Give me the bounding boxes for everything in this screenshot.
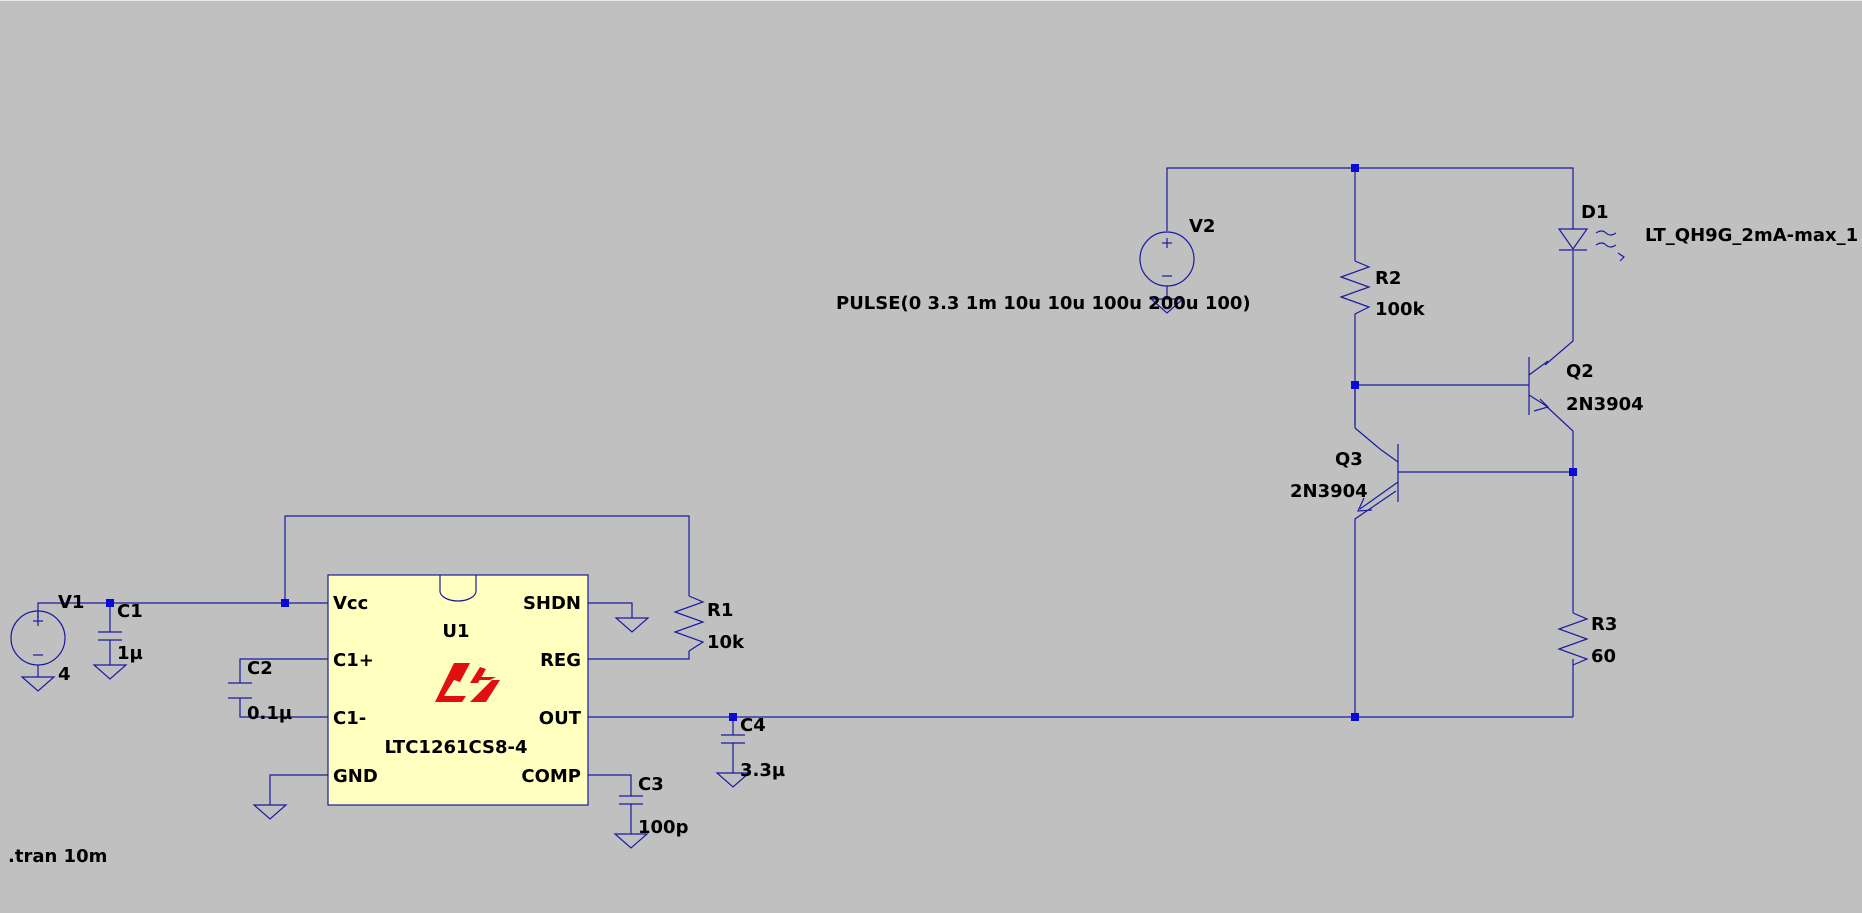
junction-dot[interactable] <box>1569 468 1577 476</box>
spice-directive[interactable]: .tran 10m <box>8 846 107 867</box>
c3-value: 100p <box>638 817 689 838</box>
resistor-icon <box>673 595 705 652</box>
light-emission-icon <box>1595 230 1617 236</box>
c3-name: C3 <box>638 774 664 795</box>
wire-top-rail[interactable] <box>1166 167 1574 231</box>
c4-name: C4 <box>740 715 766 736</box>
v2-value: PULSE(0 3.3 1m 10u 10u 100u 200u 100) <box>836 293 1251 314</box>
ground-icon[interactable] <box>614 617 650 633</box>
r3-resistor[interactable] <box>1557 612 1589 666</box>
q2-name: Q2 <box>1566 361 1594 382</box>
ground-icon <box>92 664 128 680</box>
resistor-icon <box>1339 260 1371 324</box>
r1-value: 10k <box>707 632 745 653</box>
wire-vcc-r1-loop[interactable] <box>284 515 690 603</box>
d1-led[interactable] <box>1557 228 1625 262</box>
r2-name: R2 <box>1375 268 1401 289</box>
ground-icon <box>613 833 649 849</box>
wire-q2-emitter[interactable] <box>1544 404 1574 613</box>
u1-ic[interactable] <box>327 574 589 806</box>
c2-capacitor[interactable] <box>228 682 252 699</box>
junction-dot[interactable] <box>281 599 289 607</box>
junction-dot[interactable] <box>1351 164 1359 172</box>
u1-pin-shdn: SHDN <box>523 593 581 614</box>
u1-pin-vcc: Vcc <box>333 593 368 614</box>
v2-name: V2 <box>1189 216 1215 237</box>
u1-pin-gnd: GND <box>333 766 378 787</box>
wire-q3-emitter[interactable] <box>1354 490 1397 717</box>
q3-name: Q3 <box>1335 449 1363 470</box>
led-icon <box>1557 228 1589 251</box>
u1-pin-c1m: C1- <box>333 708 366 729</box>
c1-capacitor[interactable] <box>92 631 128 680</box>
v1-name: V1 <box>58 592 84 613</box>
c3-capacitor[interactable] <box>613 795 649 849</box>
wire-shdn-gnd[interactable] <box>588 602 633 618</box>
ground-icon <box>715 772 751 788</box>
r3-name: R3 <box>1591 614 1617 635</box>
d1-name: D1 <box>1581 202 1608 223</box>
u1-pin-out: OUT <box>539 708 582 729</box>
wire-d1-q2[interactable] <box>1544 251 1574 366</box>
linear-technology-logo-icon <box>435 663 500 702</box>
q2-value: 2N3904 <box>1566 394 1644 415</box>
r2-value: 100k <box>1375 299 1426 320</box>
junction-dot[interactable] <box>106 599 114 607</box>
v1-source[interactable] <box>10 610 66 692</box>
junction-dot[interactable] <box>1351 381 1359 389</box>
u1-name: U1 <box>442 621 469 642</box>
q3-transistor[interactable] <box>1354 427 1399 512</box>
wire-c2-c1p[interactable] <box>239 658 328 683</box>
r1-resistor[interactable] <box>673 595 705 652</box>
u1-pin-comp: COMP <box>521 766 581 787</box>
ground-icon[interactable] <box>252 804 288 820</box>
wires <box>37 167 1574 805</box>
c1-value: 1µ <box>117 643 143 664</box>
c4-capacitor[interactable] <box>715 734 751 788</box>
r3-value: 60 <box>1591 646 1616 667</box>
c2-name: C2 <box>247 658 273 679</box>
junctions <box>106 164 1577 721</box>
wire-gnd-pin[interactable] <box>269 774 328 805</box>
v1-value: 4 <box>58 664 71 685</box>
c2-value: 0.1µ <box>247 703 292 724</box>
u1-pin-c1p: C1+ <box>333 650 374 671</box>
u1-pin-reg: REG <box>540 650 581 671</box>
ground-icon <box>20 676 56 692</box>
c1-name: C1 <box>117 601 143 622</box>
r2-resistor[interactable] <box>1339 260 1371 324</box>
q2-transistor[interactable] <box>1528 357 1550 415</box>
ic-body <box>327 574 589 806</box>
r1-name: R1 <box>707 600 733 621</box>
resistor-icon <box>1557 612 1589 666</box>
wire-c2-c1m[interactable] <box>239 698 328 718</box>
v2-source[interactable] <box>1139 231 1195 314</box>
junction-dot[interactable] <box>1351 713 1359 721</box>
wire-r1-reg[interactable] <box>588 651 690 660</box>
wire-comp-c3[interactable] <box>588 774 632 796</box>
q3-value: 2N3904 <box>1290 481 1368 502</box>
ground-icon <box>1149 298 1185 314</box>
ic-notch <box>439 575 477 602</box>
junction-dot[interactable] <box>729 713 737 721</box>
u1-part: LTC1261CS8-4 <box>384 737 527 758</box>
d1-value: LT_QH9G_2mA-max_1 <box>1645 225 1858 246</box>
c4-value: 3.3µ <box>740 760 785 781</box>
